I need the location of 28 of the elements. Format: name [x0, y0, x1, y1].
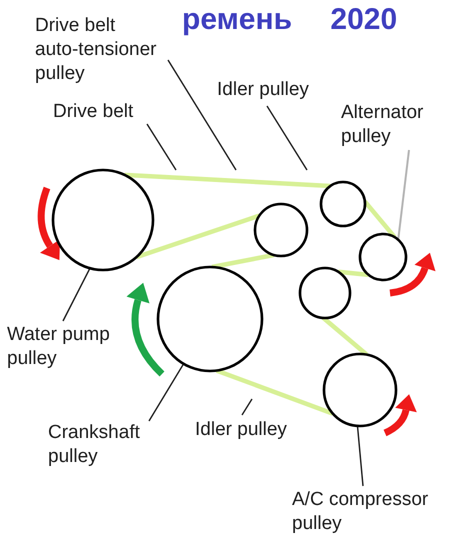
part-label: Crankshaft pulley [48, 421, 141, 469]
leader-line [167, 60, 237, 170]
leader-line [148, 363, 184, 422]
part-label: Idler pulley [195, 418, 288, 442]
leader-line [356, 426, 364, 486]
belt-segment [216, 368, 334, 416]
belt-segment [124, 172, 331, 188]
pulley-circle [51, 168, 155, 272]
part-label: Idler pulley [217, 78, 310, 102]
pulley-circle [253, 202, 309, 258]
belt-segment [211, 252, 274, 270]
part-label: Alternator pulley [341, 101, 425, 149]
pulley-circle [298, 266, 352, 320]
pulley-circle [319, 180, 367, 228]
part-label: Drive belt [53, 100, 135, 124]
leader-line [62, 268, 91, 322]
pulley-circle [156, 265, 264, 373]
leader-line [146, 124, 177, 170]
title: ремень 2020 [182, 4, 398, 36]
belt-segment [338, 270, 369, 278]
leader-line [397, 150, 410, 240]
leader-line [241, 398, 253, 416]
pulley-circle [322, 352, 398, 428]
part-label: Water pump pulley [7, 323, 111, 371]
pulley-circle [358, 232, 408, 282]
part-label: A/C compressor pulley [292, 488, 430, 536]
part-label: Drive belt auto-tensioner pulley [35, 14, 158, 86]
belt-segment [136, 213, 260, 260]
